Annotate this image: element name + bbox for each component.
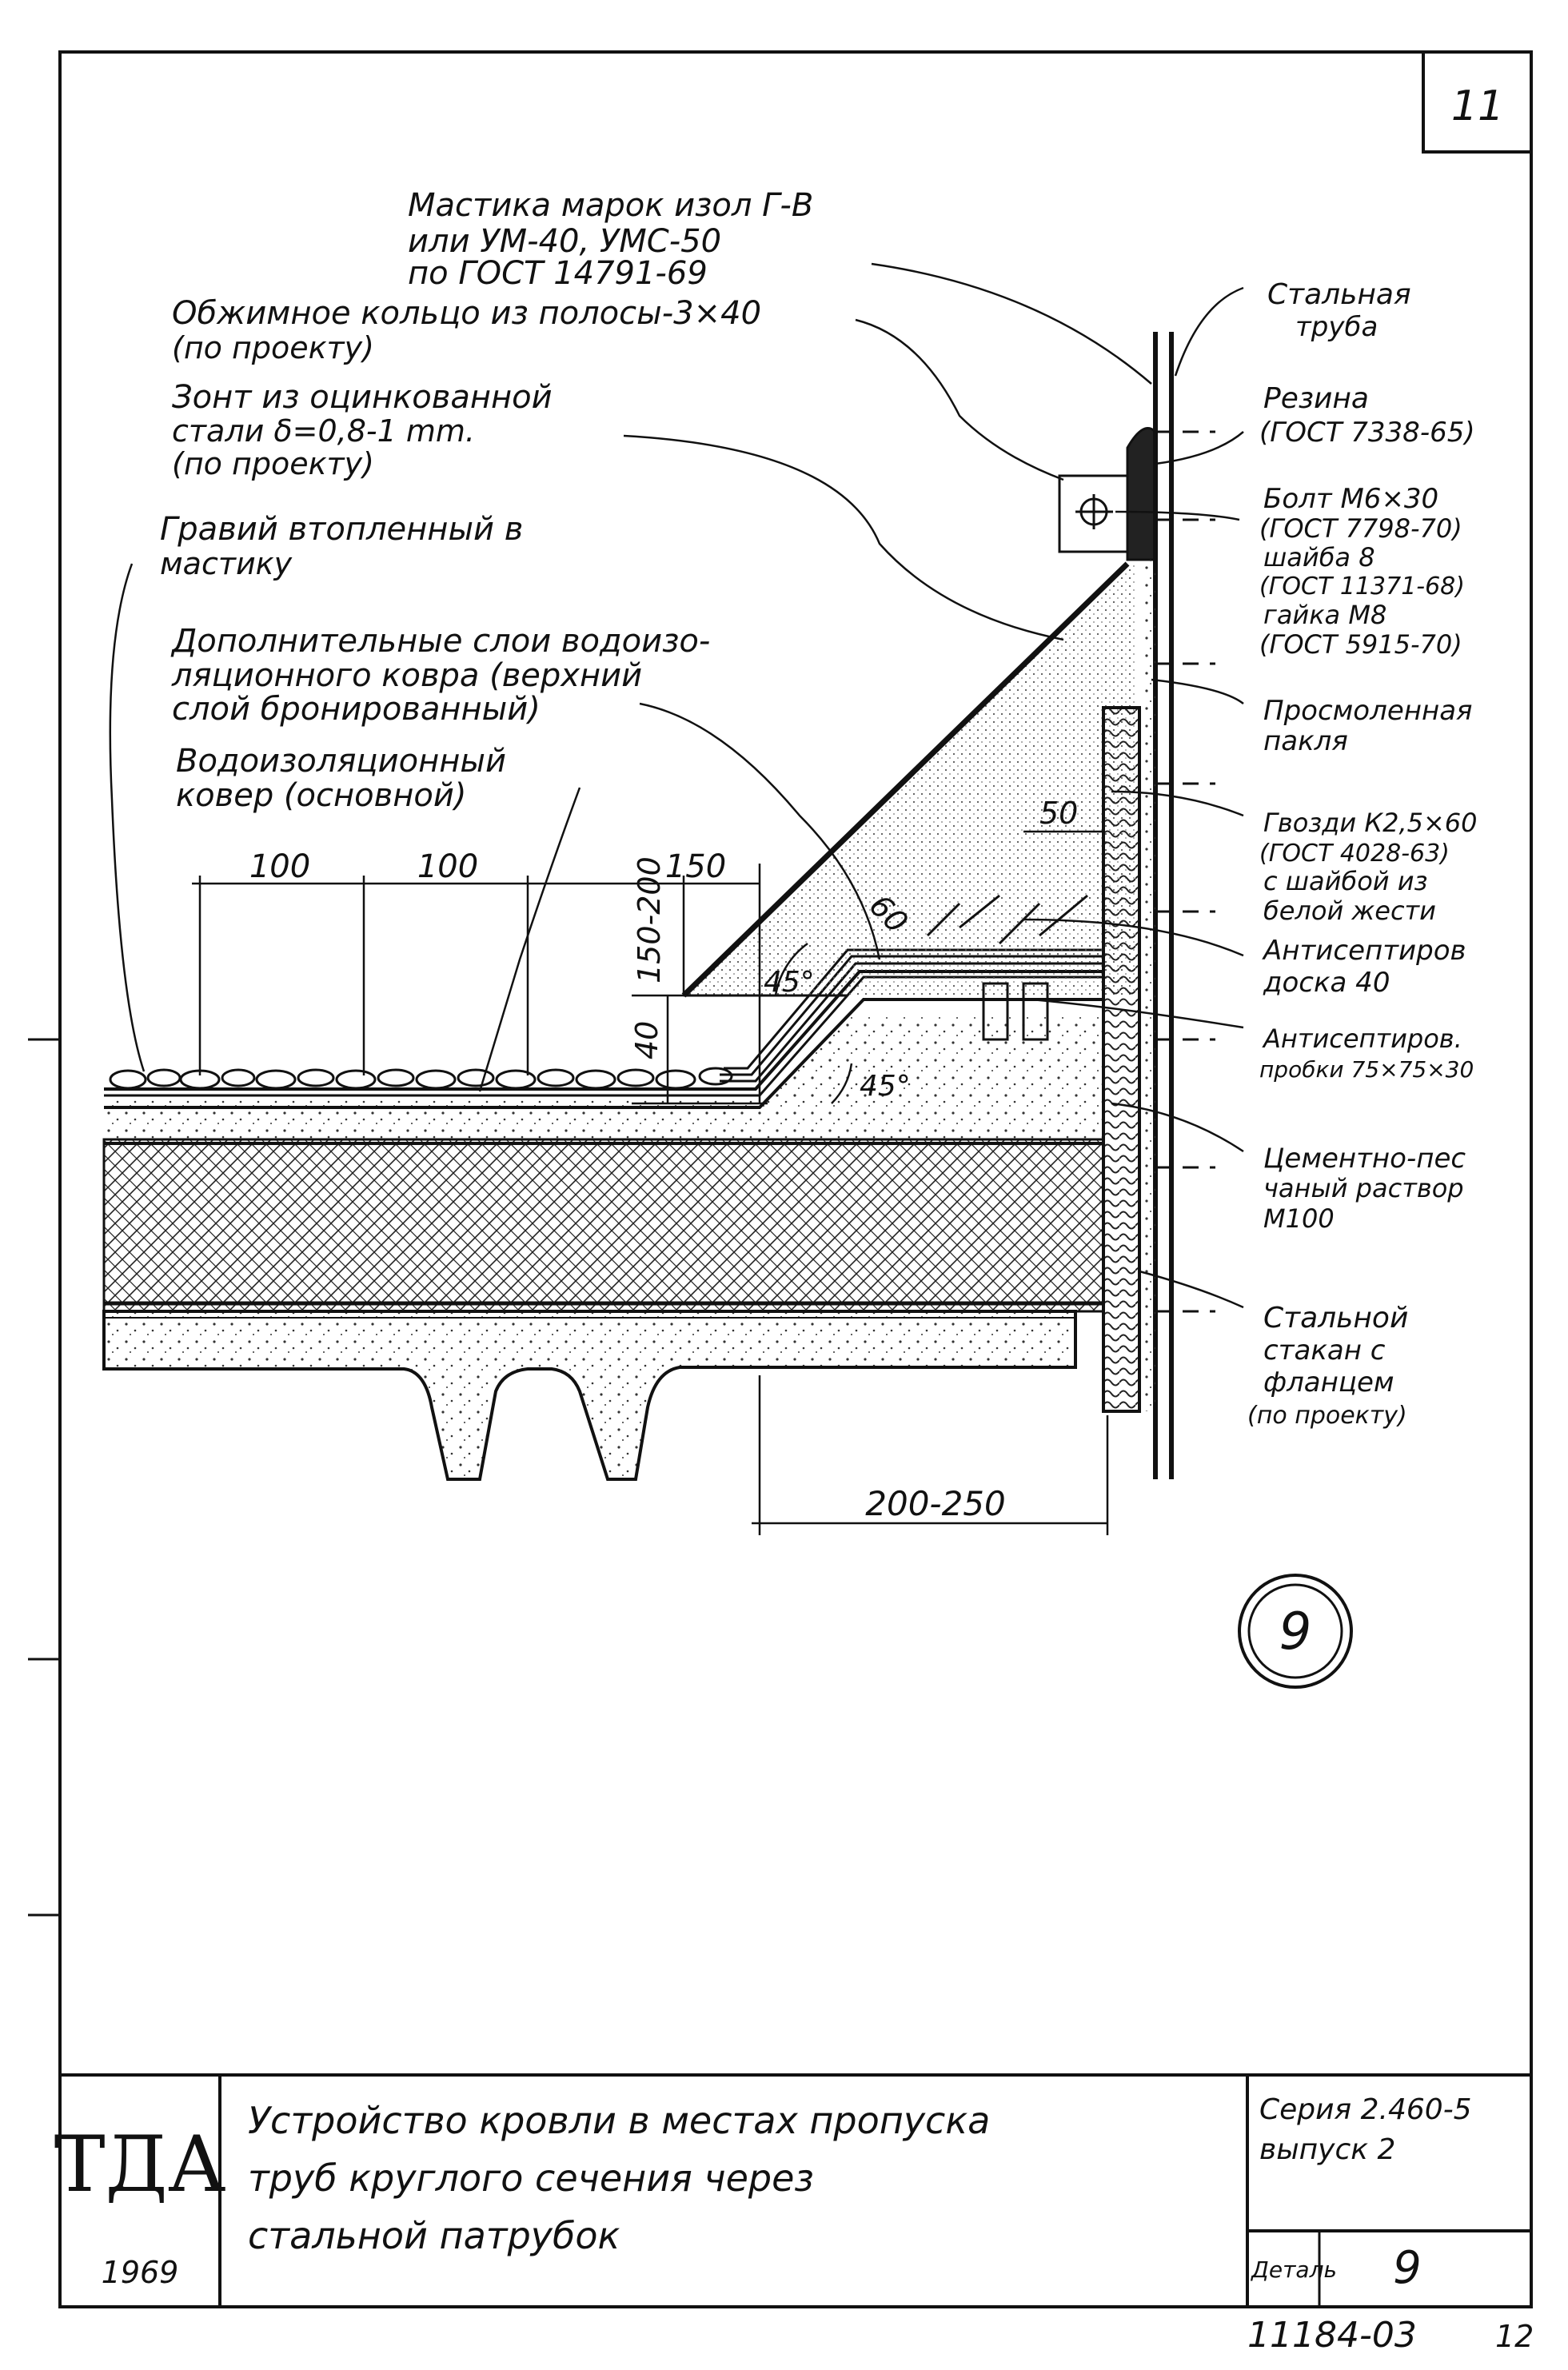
detail-mark-number: 9: [1279, 1602, 1312, 1662]
label-extra-1: Дополнительные слои водоизо-: [170, 623, 710, 660]
label-bolt-3: шайба 8: [1263, 542, 1375, 573]
page-number: 11: [1451, 82, 1504, 130]
label-clamp-2: (по проекту): [172, 330, 374, 365]
label-sleeve-2: стакан с: [1263, 1335, 1386, 1367]
title-line-1: Устройство кровли в местах пропуска: [248, 2099, 990, 2142]
label-bolt-1: Болт М6×30: [1263, 483, 1438, 515]
title-line-2: труб круглого сечения через: [248, 2157, 814, 2200]
year: 1969: [102, 2255, 179, 2290]
detail-label: Деталь: [1250, 2256, 1337, 2283]
label-umbrella-2: стали δ=0,8-1 mm.: [172, 413, 475, 449]
label-tow-2: пакля: [1263, 725, 1348, 757]
dimension-lines: [192, 830, 1109, 1535]
dim-150-200: 150-200: [632, 856, 667, 984]
label-tow-1: Просмоленная: [1263, 695, 1473, 727]
dim-100b: 100: [417, 848, 478, 885]
label-mortar-3: М100: [1263, 1203, 1335, 1234]
bottom-page: 12: [1495, 2319, 1534, 2354]
org-logo: ТДА: [54, 2120, 226, 2209]
label-pipe-1: Стальная: [1267, 278, 1411, 311]
clamp-ring: [1058, 427, 1157, 561]
label-bolt-2: (ГОСТ 7798-70): [1259, 513, 1462, 544]
label-sleeve-3: фланцем: [1263, 1367, 1394, 1398]
label-rubber-2: (ГОСТ 7338-65): [1259, 417, 1475, 449]
dim-50: 50: [1039, 796, 1078, 831]
dim-40: 40: [629, 1021, 664, 1059]
series: Серия 2.460-5: [1259, 2093, 1472, 2126]
angle-45-bottom: 45°: [860, 1070, 911, 1103]
bottom-code: 11184-03: [1247, 2315, 1417, 2356]
label-plug-2: пробки 75×75×30: [1259, 1056, 1474, 1083]
dim-100a: 100: [249, 848, 310, 885]
sheet-frame: [28, 50, 1533, 2308]
detail-drawing: [102, 332, 1215, 1481]
sheet-footer: 11184-03 12: [1247, 2315, 1534, 2356]
label-mastic-3: по ГОСТ 14791-69: [408, 255, 708, 292]
antiseptic-board: [926, 894, 1088, 1041]
label-plug-1: Антисептиров.: [1262, 1023, 1462, 1054]
label-board-2: доска 40: [1263, 967, 1390, 999]
label-extra-3: слой бронированный): [172, 691, 541, 728]
label-bolt-4: (ГОСТ 11371-68): [1259, 573, 1465, 600]
label-base-2: ковер (основной): [176, 777, 466, 814]
left-labels: Мастика марок изол Г-В или УМ-40, УМС-50…: [160, 187, 813, 814]
title-block: ТДА 1969 Устройство кровли в местах проп…: [54, 2073, 1531, 2307]
label-mortar-2: чаный раствор: [1263, 1173, 1464, 1203]
concrete-slab: [102, 1310, 1077, 1481]
label-sleeve-4: (по проекту): [1247, 1402, 1407, 1430]
label-bolt-6: (ГОСТ 5915-70): [1259, 629, 1462, 660]
dim-150: 150: [665, 848, 726, 885]
label-mortar-1: Цементно-пес: [1263, 1143, 1466, 1175]
label-nails-1: Гвозди К2,5×60: [1263, 808, 1478, 838]
detail-number: 9: [1393, 2242, 1422, 2294]
label-clamp-1: Обжимное кольцо из полосы-3×40: [172, 295, 761, 332]
label-base-1: Водоизоляционный: [176, 743, 506, 780]
steel-sleeve: [1102, 706, 1141, 1413]
detail-mark: 9: [1238, 1574, 1353, 1689]
label-mastic-1: Мастика марок изол Г-В: [408, 187, 813, 224]
label-rubber-1: Резина: [1263, 382, 1369, 415]
leader-lines: [109, 262, 1244, 1309]
angle-45-top: 45°: [764, 966, 815, 999]
label-nails-4: белой жести: [1263, 896, 1436, 926]
title-line-3: стальной патрубок: [248, 2214, 620, 2257]
label-gravel-1: Гравий втопленный в: [160, 511, 523, 548]
page-number-box: 11: [1422, 50, 1533, 154]
gravel-layer: [109, 1067, 733, 1090]
label-gravel-2: мастику: [160, 546, 293, 581]
issue: выпуск 2: [1259, 2133, 1395, 2166]
label-board-1: Антисептиров: [1262, 935, 1466, 967]
label-extra-2: ляционного ковра (верхний: [171, 657, 642, 694]
label-nails-3: с шайбой из: [1263, 866, 1428, 896]
insulation-layer: [102, 1138, 1105, 1313]
label-umbrella-3: (по проекту): [172, 446, 374, 481]
label-nails-2: (ГОСТ 4028-63): [1259, 840, 1450, 868]
label-mastic-2: или УМ-40, УМС-50: [408, 223, 721, 260]
right-labels: Стальная труба Резина (ГОСТ 7338-65) Бол…: [1247, 278, 1478, 1430]
label-bolt-5: гайка М8: [1263, 600, 1386, 630]
label-umbrella-1: Зонт из оцинкованной: [172, 379, 553, 416]
dim-200-250: 200-250: [865, 1484, 1006, 1523]
label-pipe-2: труба: [1295, 311, 1378, 343]
label-sleeve-1: Стальной: [1263, 1302, 1408, 1335]
